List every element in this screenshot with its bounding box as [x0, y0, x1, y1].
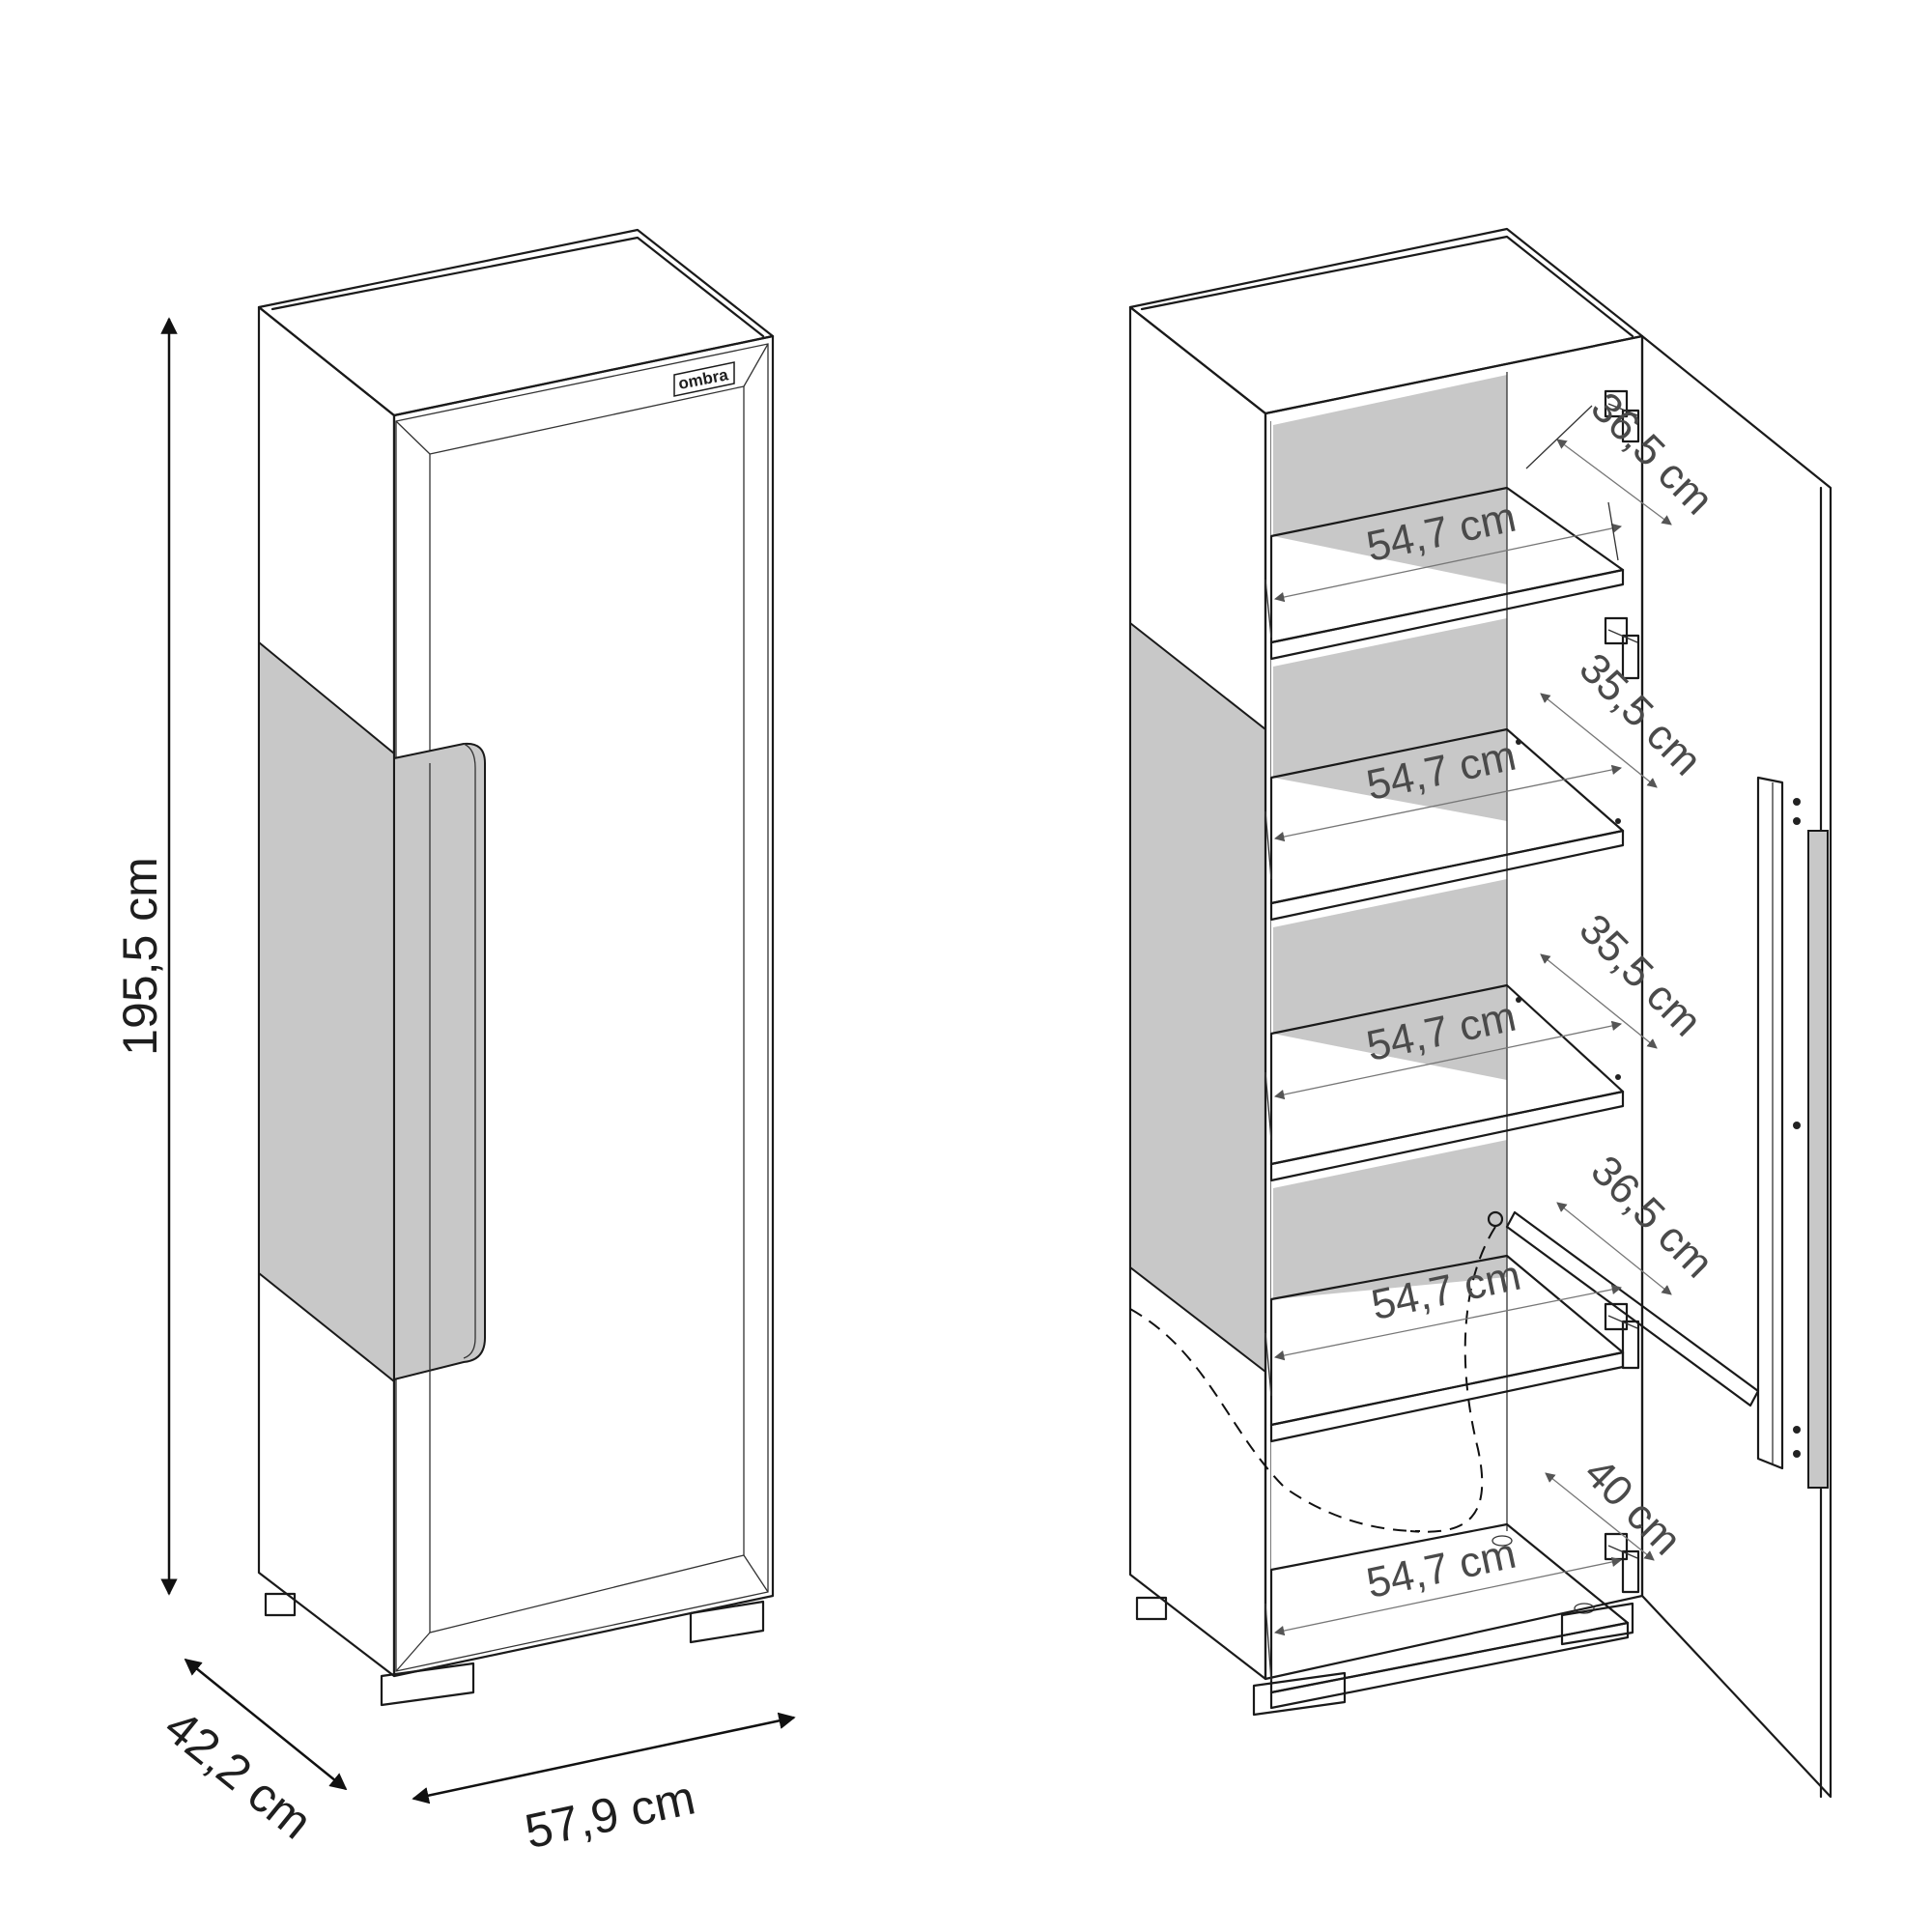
open-top-face	[1128, 227, 1644, 415]
open-side-grey-band	[1129, 620, 1266, 1375]
dim-height: 195,5 cm	[113, 317, 178, 1596]
closed-foot-back	[264, 1592, 297, 1617]
shelf-3	[1269, 983, 1625, 1182]
open-door	[1640, 334, 1833, 1799]
dim-height-label: 195,5 cm	[113, 857, 167, 1056]
closed-side-grey-band	[258, 639, 395, 1384]
closed-top-edge	[270, 236, 765, 338]
dim-depth-label: 42,2 cm	[155, 1699, 322, 1849]
compartment-2-depth: 35,5 cm	[1571, 644, 1711, 784]
closed-cabinet: ombra	[257, 228, 775, 1707]
open-top-edge	[1140, 235, 1634, 338]
closed-foot-front-left	[380, 1662, 475, 1707]
closed-handle-strip	[393, 742, 486, 1381]
closed-foot-front-right	[689, 1600, 765, 1644]
compartment-1-depth: 36,5 cm	[1582, 384, 1722, 524]
open-foot-front-left	[1252, 1671, 1347, 1717]
shelf-2	[1269, 727, 1625, 922]
dim-width: 57,9 cm	[412, 1712, 796, 1859]
dim-depth: 42,2 cm	[155, 1658, 348, 1850]
compartment-4-depth: 36,5 cm	[1582, 1147, 1722, 1287]
door-handle-strip	[1807, 830, 1829, 1489]
hinge-4	[1604, 1532, 1640, 1594]
hinge-3	[1604, 1302, 1640, 1370]
dim-width-label: 57,9 cm	[521, 1770, 700, 1859]
compartment-5-depth: 40 cm	[1576, 1449, 1690, 1564]
open-foot-back	[1135, 1596, 1168, 1621]
door-vertical-rail	[1756, 776, 1784, 1470]
door-stay-arm	[1129, 1210, 1760, 1533]
back-panel-4	[1273, 1140, 1507, 1299]
hinge-2	[1604, 616, 1640, 680]
compartment-3-depth: 35,5 cm	[1571, 905, 1711, 1045]
